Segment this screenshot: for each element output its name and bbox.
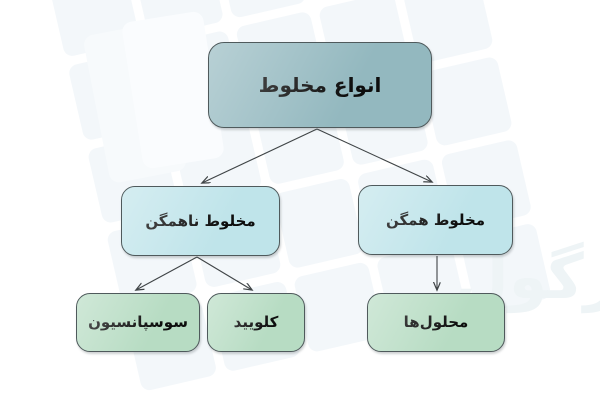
node-label: مخلوط همگن	[385, 210, 486, 229]
edge-heterogeneous-to-colloid	[196, 256, 252, 290]
node-heterogeneous-mixture[interactable]: مخلوط ناهمگن	[121, 186, 280, 256]
node-homogeneous-mixture[interactable]: مخلوط همگن	[358, 185, 513, 255]
watermark-tile	[48, 0, 141, 58]
watermark-sheet	[82, 21, 188, 185]
watermark-tile	[421, 55, 514, 148]
watermark-tile	[215, 0, 308, 19]
node-label: انواع مخلوط	[258, 72, 382, 97]
node-solutions[interactable]: محلول‌ها	[367, 293, 505, 352]
node-suspension[interactable]: سوسپانسیون	[76, 293, 200, 352]
edge-root-to-homogeneous	[316, 128, 432, 182]
watermark-tile	[131, 0, 224, 39]
node-colloid[interactable]: کلویید	[207, 293, 305, 352]
node-root-mixture-types[interactable]: انواع مخلوط	[208, 42, 432, 128]
node-label: سوسپانسیون	[88, 313, 188, 332]
node-label: مخلوط ناهمگن	[145, 211, 256, 230]
edge-heterogeneous-to-suspension	[136, 256, 198, 290]
node-label: کلویید	[233, 313, 279, 332]
node-label: محلول‌ها	[403, 313, 469, 332]
watermark-tile	[67, 48, 160, 142]
edge-root-to-heterogeneous	[202, 128, 318, 183]
watermark-tile	[273, 177, 366, 270]
